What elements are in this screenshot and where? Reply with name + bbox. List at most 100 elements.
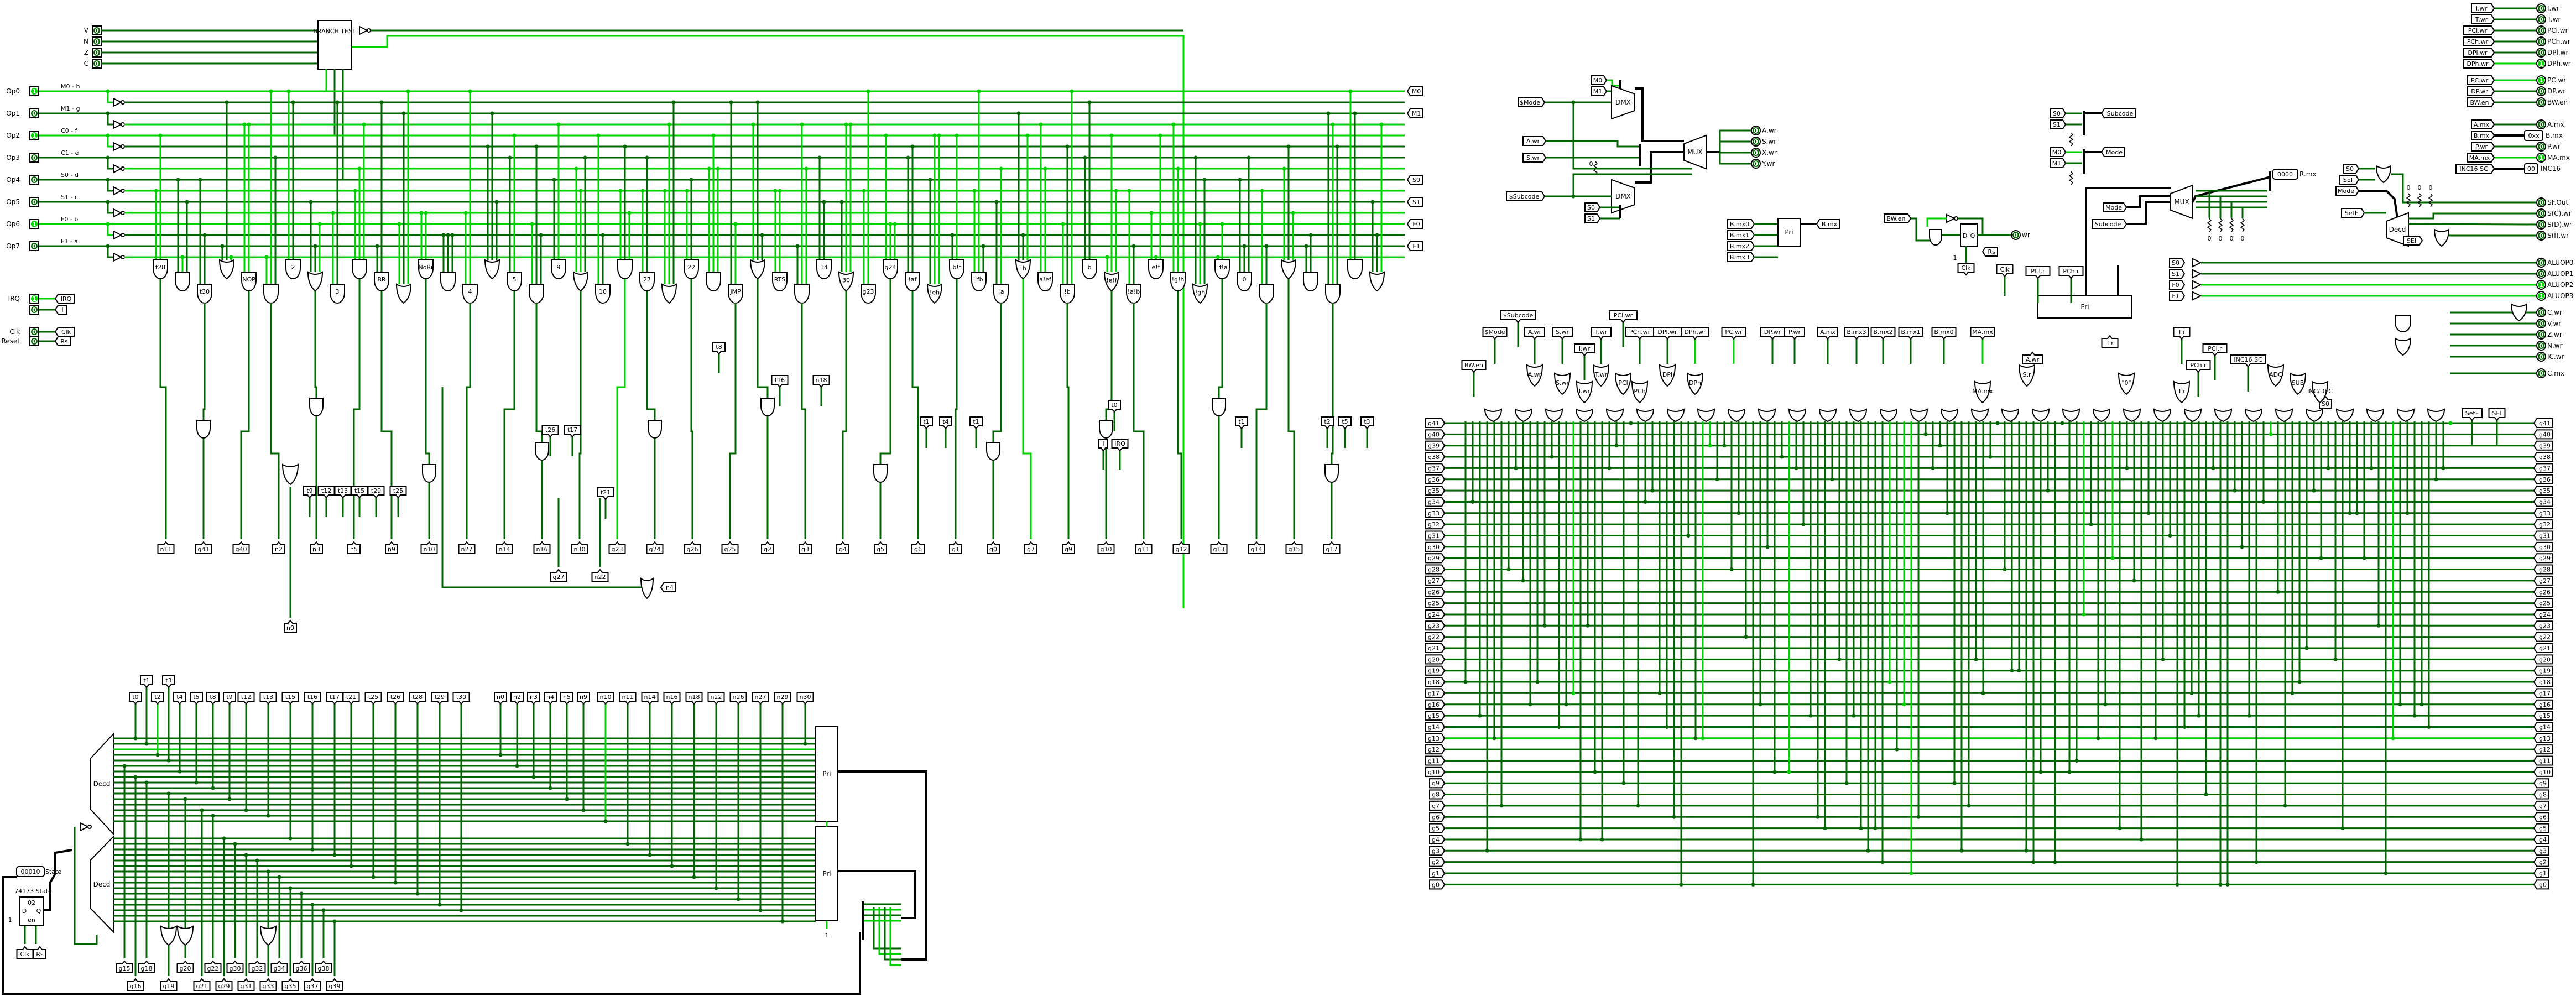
left-output-g9 [1062,541,1075,554]
decode-gate [440,272,456,291]
decode-gate [330,284,345,304]
left-output-n27-label: n27 [461,546,473,553]
junction-dot [2103,702,2108,707]
pulldown-resistor-icon [2417,193,2422,207]
control-or-gate [1686,372,1704,395]
priority-encoder-upper [815,726,838,822]
g-row-left-g15-label: g15 [1428,712,1440,719]
junction-dot [1016,111,1021,116]
junction-dot [494,200,499,204]
junction-dot [552,178,556,182]
decode-gate-label: !eh [930,289,940,296]
rmx-input-F1 [2169,291,2186,301]
junction-dot [972,189,977,193]
control-or-gate [2289,372,2307,395]
pulldown-zero: 0 [2219,235,2223,242]
junction-dot [1744,635,1748,639]
bmx-input-3 [1727,252,1755,262]
misc-tunnel-3-label: Rs [60,338,68,345]
junction-dot [321,908,326,912]
control-or-gate [1970,408,1989,423]
left-output-g40 [232,541,250,554]
wire [425,279,430,539]
g-row-right-g39 [2533,440,2553,451]
status-output-pin-2-led [2538,221,2544,228]
bw-rs-tunnel-label: Rs [1988,248,1995,255]
output-pin-11-led [2538,143,2544,150]
status-output-label: C.wr [2547,309,2562,316]
wire [1105,291,1113,539]
bw-wr-label: wr [2022,231,2030,239]
junction-dot [2211,466,2215,470]
junction-dot [729,100,733,105]
decode-gate [263,284,279,304]
junction-dot [2132,578,2136,583]
seq-or-gate [160,925,178,946]
left-output-g17 [1323,541,1341,554]
decode-gate-label: !af [908,276,917,283]
junction-dot [185,200,189,204]
g-row-left-g22-label: g22 [1428,634,1440,641]
t-tunnel-t17-label: t17 [330,693,340,701]
left-output-g6 [911,541,925,554]
g-row-right-g0-label: g0 [2539,881,2547,888]
second-level-gate [535,442,549,461]
wire [2126,195,2171,208]
g-row-left-g1-label: g1 [1432,870,1440,877]
left-output-n10-label: n10 [424,546,435,553]
left-output-g17-label: g17 [1326,546,1338,553]
junction-dot [2419,702,2424,707]
multi-bit-output [2524,163,2538,174]
splitter-s1-tunnel-label: S1 [2053,121,2061,128]
bmx-output-tunnel [1816,219,1840,229]
g-row-left-g19-label: g19 [1428,668,1440,675]
status-output-label: S(D).wr [2547,221,2572,228]
junction-dot [406,89,410,93]
rmx-mode-tunnel-label: Mode [2105,204,2122,211]
opcode-signal-label: S0 - d [61,171,79,179]
left-output-g14-label: g14 [1251,546,1263,553]
junction-dot [122,764,127,768]
flag-decoder-label: Decd [2389,226,2406,233]
decode-gate [1280,259,1297,280]
inverter-bubble [87,825,92,829]
wire [873,907,901,950]
left-output-g40-label: g40 [236,546,247,553]
wire [44,849,72,911]
output-tunnel-11 [2471,142,2495,152]
status-output-pin-3-value: 0 [2539,232,2543,239]
misc-input-pin-3-value: 0 [32,338,36,345]
decode-output-m1 [1406,108,1423,118]
junction-dot [468,89,472,93]
pulldown-resistor-icon [2068,171,2074,185]
multi-bit-output [2524,130,2543,141]
control-tunnel-19-label: MA.mx [1972,328,1993,336]
control-tunnel-0 [1461,360,1487,373]
output-label: MA.mx [2547,154,2570,161]
g-row-left-g32 [1425,519,1446,530]
decode-gate-label: 4 [468,288,472,295]
control-or-gate-label: PCl [1618,379,1628,387]
control-or-gate [1484,408,1503,423]
left-output-g4-label: g4 [839,546,847,553]
opcode-pin-7-value: 0 [32,243,36,250]
opcode-signal-label: C0 - f [61,127,78,134]
junction-dot [1021,233,1025,237]
g-row-right-g31-label: g31 [2539,533,2551,540]
buffer-icon [2192,258,2202,268]
g-row-right-g17 [2533,688,2553,698]
write-demux-upper [1611,85,1635,120]
junction-dot [393,880,398,885]
misc-input-pin-1-value: 0 [32,306,36,314]
wire [1572,173,1692,196]
output-pin-12-value: 1 [2539,154,2543,161]
decode-gate [772,272,788,291]
flag-pin-n-led [93,38,100,45]
g-tunnel-g30 [226,960,244,973]
junction-dot [317,222,322,226]
junction-dot [158,133,163,138]
control-or-gate-label: ADC [2269,371,2282,378]
g-row-right-g6 [2533,812,2549,822]
g-row-right-g24 [2533,609,2553,619]
